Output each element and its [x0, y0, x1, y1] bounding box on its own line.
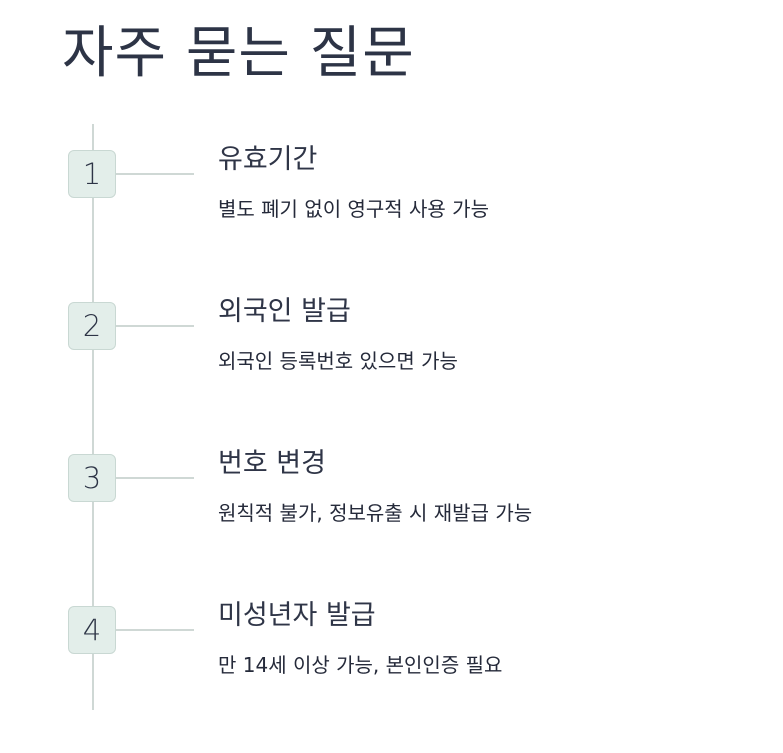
connector-line: [116, 325, 194, 327]
step-badge: 3: [68, 454, 116, 502]
connector-line: [116, 477, 194, 479]
faq-item-1: 1 유효기간 별도 폐기 없이 영구적 사용 가능: [0, 144, 783, 260]
page-title: 자주 묻는 질문: [62, 21, 415, 86]
step-badge: 1: [68, 150, 116, 198]
faq-answer: 외국인 등록번호 있으면 가능: [218, 349, 458, 373]
faq-question: 외국인 발급: [218, 296, 351, 327]
step-badge: 2: [68, 302, 116, 350]
faq-answer: 만 14세 이상 가능, 본인인증 필요: [218, 653, 503, 677]
faq-question: 미성년자 발급: [218, 600, 376, 631]
connector-line: [116, 629, 194, 631]
faq-question: 유효기간: [218, 144, 318, 175]
faq-answer: 별도 폐기 없이 영구적 사용 가능: [218, 197, 489, 221]
faq-item-4: 4 미성년자 발급 만 14세 이상 가능, 본인인증 필요: [0, 600, 783, 716]
faq-answer: 원칙적 불가, 정보유출 시 재발급 가능: [218, 501, 533, 525]
faq-question: 번호 변경: [218, 448, 326, 479]
timeline-line: [92, 124, 94, 710]
faq-item-3: 3 번호 변경 원칙적 불가, 정보유출 시 재발급 가능: [0, 448, 783, 564]
faq-item-2: 2 외국인 발급 외국인 등록번호 있으면 가능: [0, 296, 783, 412]
step-badge: 4: [68, 606, 116, 654]
connector-line: [116, 173, 194, 175]
